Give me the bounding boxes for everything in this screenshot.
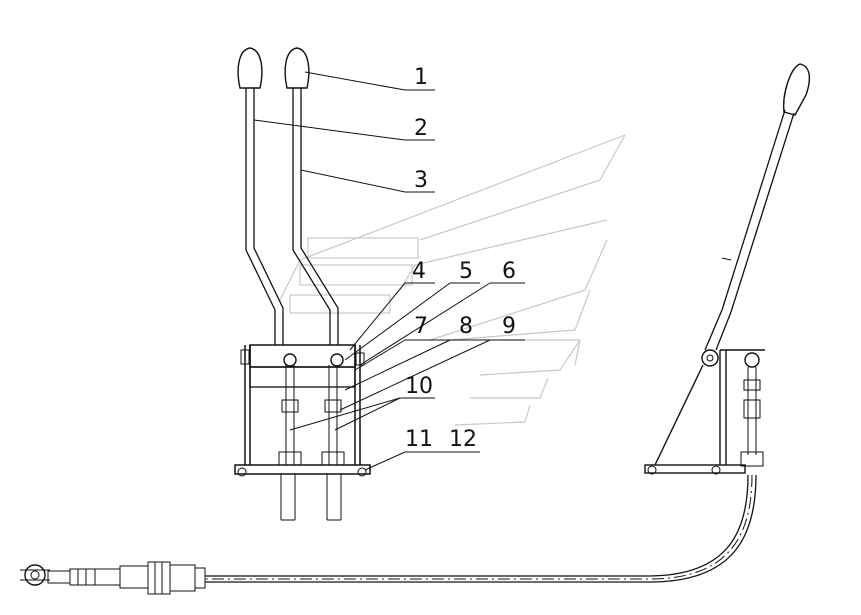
callout-1: 1 (414, 65, 428, 90)
cable-end-fitting (20, 561, 206, 595)
callout-4: 4 (412, 259, 426, 284)
callout-2: 2 (414, 116, 428, 141)
callout-8: 8 (459, 314, 473, 339)
lever-rod-right-b (300, 88, 339, 345)
lever-rod-left-a (245, 88, 276, 345)
lever-assembly-side (205, 63, 811, 583)
callout-11: 11 (405, 427, 433, 452)
callout-12: 12 (449, 427, 477, 452)
callout-3: 3 (414, 168, 428, 193)
callout-9: 9 (502, 314, 516, 339)
lever-rod-right-a (292, 88, 331, 345)
knob-left (237, 47, 263, 89)
base-plate (234, 464, 371, 475)
knob-right (284, 47, 310, 89)
knob-side (783, 63, 811, 116)
lever-rod-left-b (253, 88, 284, 345)
callout-10: 10 (405, 374, 433, 399)
top-bracket (249, 344, 356, 368)
callout-labels: 1 2 3 4 5 6 7 8 9 10 11 12 (405, 65, 516, 452)
lever-assembly-front (234, 47, 371, 521)
callout-7: 7 (414, 314, 428, 339)
leader-lines (253, 71, 525, 471)
watermark-logo (279, 134, 626, 426)
callout-5: 5 (459, 259, 473, 284)
callout-6: 6 (502, 259, 516, 284)
